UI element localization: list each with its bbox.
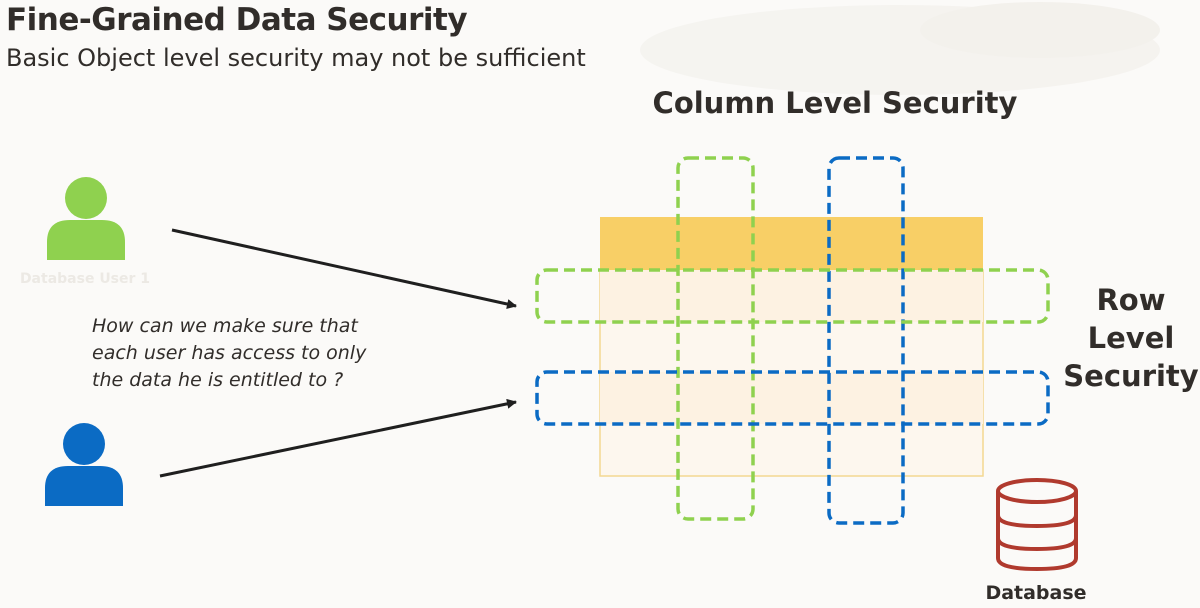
page-subtitle: Basic Object level security may not be s… — [6, 44, 586, 72]
row-highlight-green — [535, 268, 1050, 324]
database-label: Database — [985, 582, 1087, 604]
column-level-security-label: Column Level Security — [652, 86, 1018, 120]
row-level-security-line: Row — [1096, 283, 1166, 317]
arrow-user1-to-row — [171, 228, 517, 309]
user1-label: Database User 1 — [19, 271, 151, 287]
table-header — [600, 217, 983, 270]
table-row-highlight-2 — [600, 372, 983, 424]
question-line: each user has access to only — [92, 342, 367, 364]
database-cylinder-icon — [996, 478, 1078, 572]
row-level-security-line: Security — [1063, 359, 1199, 393]
person-icon — [47, 177, 125, 260]
question-line: How can we make sure that — [92, 315, 358, 337]
row-highlight-blue — [535, 370, 1050, 426]
decorative-texture — [640, 2, 1160, 95]
question-line: the data he is entitled to ? — [92, 369, 344, 391]
row-level-security-label: Row Level Security — [1062, 281, 1200, 395]
column-highlight-green — [676, 156, 755, 521]
data-table — [599, 217, 984, 477]
person-icon — [45, 423, 123, 506]
page-title: Fine-Grained Data Security — [6, 2, 468, 38]
row-level-security-line: Level — [1087, 321, 1175, 355]
column-highlight-blue — [827, 156, 905, 525]
arrow-user2-to-row — [159, 398, 517, 478]
table-row-highlight-1 — [600, 270, 983, 322]
question-text: How can we make sure that each user has … — [92, 313, 402, 394]
